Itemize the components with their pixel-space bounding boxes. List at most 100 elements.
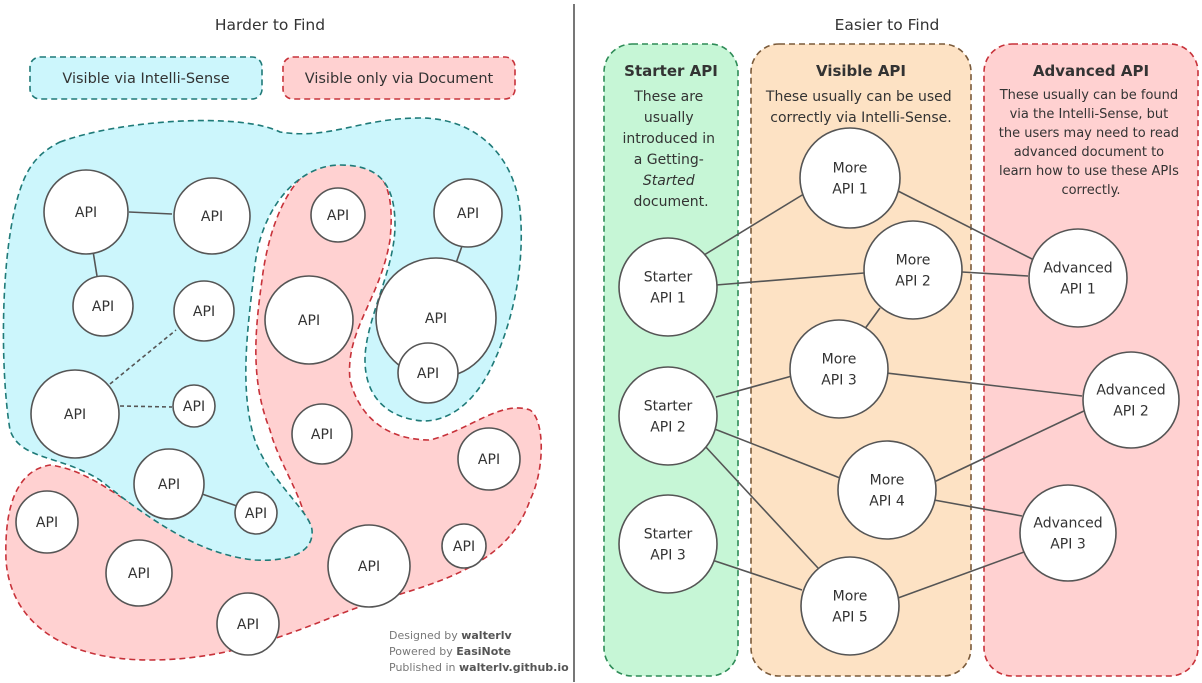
api-node-8-circle: [234, 491, 278, 535]
advanced-column-title: Advanced API: [1033, 62, 1149, 80]
api-node-9: API: [310, 187, 366, 243]
api-node-5-label: API: [64, 407, 86, 423]
more-api-4-node-label: API 4: [869, 494, 905, 510]
more-api-1-node-circle: [799, 127, 901, 229]
api-node-19: API: [216, 592, 280, 656]
api-node-18: API: [441, 523, 487, 569]
api-node-14-circle: [457, 427, 521, 491]
api-node-8: API: [234, 491, 278, 535]
api-node-10-label: API: [457, 206, 479, 222]
api-node-8-label: API: [245, 506, 267, 522]
more-api-3-node-label: More: [822, 352, 857, 368]
more-api-5-node-label: API 5: [832, 610, 868, 626]
legend-intellisense-label: Visible via Intelli-Sense: [62, 71, 229, 87]
api-node-2-circle: [173, 177, 251, 255]
credit-designed: Designed by walterlv: [389, 629, 512, 642]
advanced-api-3-node-circle: [1019, 484, 1117, 582]
right-panel: Easier to Find Starter API Visible API A…: [603, 16, 1199, 677]
more-api-3-node-circle: [789, 319, 889, 419]
credit-published: Published in walterlv.github.io: [389, 661, 569, 674]
api-node-1-label: API: [75, 205, 97, 221]
api-node-1-circle: [43, 169, 129, 255]
api-node-13-label: API: [311, 427, 333, 443]
starter-api-1-node-label: API 1: [650, 291, 686, 307]
starter-column-description: These are usually introduced in a Gettin…: [623, 89, 720, 210]
api-node-17: API: [327, 524, 411, 608]
intellisense-region-main: [2, 117, 523, 562]
api-node-18-circle: [441, 523, 487, 569]
more-api-2-node-label: More: [896, 253, 931, 269]
api-node-13: API: [291, 403, 353, 465]
more-api-5-node-label: More: [833, 589, 868, 605]
api-node-7: API: [133, 448, 205, 520]
starter-api-3-node-label: API 3: [650, 548, 686, 564]
api-node-11-label: API: [298, 313, 320, 329]
api-node-nested-label: API: [417, 366, 439, 382]
advanced-api-1-node-label: Advanced: [1043, 261, 1112, 277]
starter-api-1-node-label: Starter: [644, 270, 693, 286]
api-node-19-circle: [216, 592, 280, 656]
api-node-nested-circle: [397, 342, 459, 404]
api-node-4-circle: [173, 280, 235, 342]
more-api-4-node-circle: [837, 440, 937, 540]
advanced-api-1-node-label: API 1: [1060, 282, 1096, 298]
advanced-column-description: These usually can be found via the Intel…: [999, 88, 1184, 198]
more-api-3-node-label: API 3: [821, 373, 857, 389]
api-node-6-circle: [172, 384, 216, 428]
api-node-13-circle: [291, 403, 353, 465]
api-node-2-label: API: [201, 209, 223, 225]
api-node-10: API: [433, 178, 503, 248]
advanced-api-3-node-label: API 3: [1050, 537, 1086, 553]
api-node-nested: API: [397, 342, 459, 404]
api-node-12-label: API: [425, 311, 447, 327]
api-node-5-circle: [30, 369, 120, 459]
api-node-5: API: [30, 369, 120, 459]
credit-powered: Powered by EasiNote: [389, 645, 511, 658]
api-node-12: API: [375, 257, 497, 379]
api-node-15-circle: [15, 490, 79, 554]
advanced-api-2-node-circle: [1082, 351, 1180, 449]
advanced-api-1-node-circle: [1028, 228, 1128, 328]
starter-api-2-node-circle: [618, 366, 718, 466]
more-api-2-node-label: API 2: [895, 274, 931, 290]
more-api-1-node-label: API 1: [832, 182, 868, 198]
starter-api-3-node-label: Starter: [644, 527, 693, 543]
legend-document-box: [282, 56, 516, 100]
right-title: Easier to Find: [835, 16, 940, 34]
api-node-11-circle: [264, 275, 354, 365]
api-node-3: API: [72, 275, 134, 337]
starter-api-3-node-circle: [618, 494, 718, 594]
api-node-1: API: [43, 169, 129, 255]
api-node-6-label: API: [183, 399, 205, 415]
left-title: Harder to Find: [215, 16, 325, 34]
api-node-15: API: [15, 490, 79, 554]
document-region-middle: [5, 159, 542, 661]
api-node-11: API: [264, 275, 354, 365]
starter-api-2-node-label: Starter: [644, 399, 693, 415]
api-node-16: API: [105, 539, 173, 607]
api-node-17-label: API: [358, 559, 380, 575]
legend-document-label: Visible only via Document: [305, 71, 494, 87]
advanced-api-2-node-label: API 2: [1113, 404, 1149, 420]
advanced-api-3-node-label: Advanced: [1033, 516, 1102, 532]
api-node-3-label: API: [92, 299, 114, 315]
advanced-api-2-node-label: Advanced: [1096, 383, 1165, 399]
api-node-4-label: API: [193, 304, 215, 320]
api-node-7-circle: [133, 448, 205, 520]
api-node-2: API: [173, 177, 251, 255]
api-node-19-label: API: [237, 617, 259, 633]
api-node-16-circle: [105, 539, 173, 607]
more-api-4-node-label: More: [870, 473, 905, 489]
api-node-10-circle: [433, 178, 503, 248]
